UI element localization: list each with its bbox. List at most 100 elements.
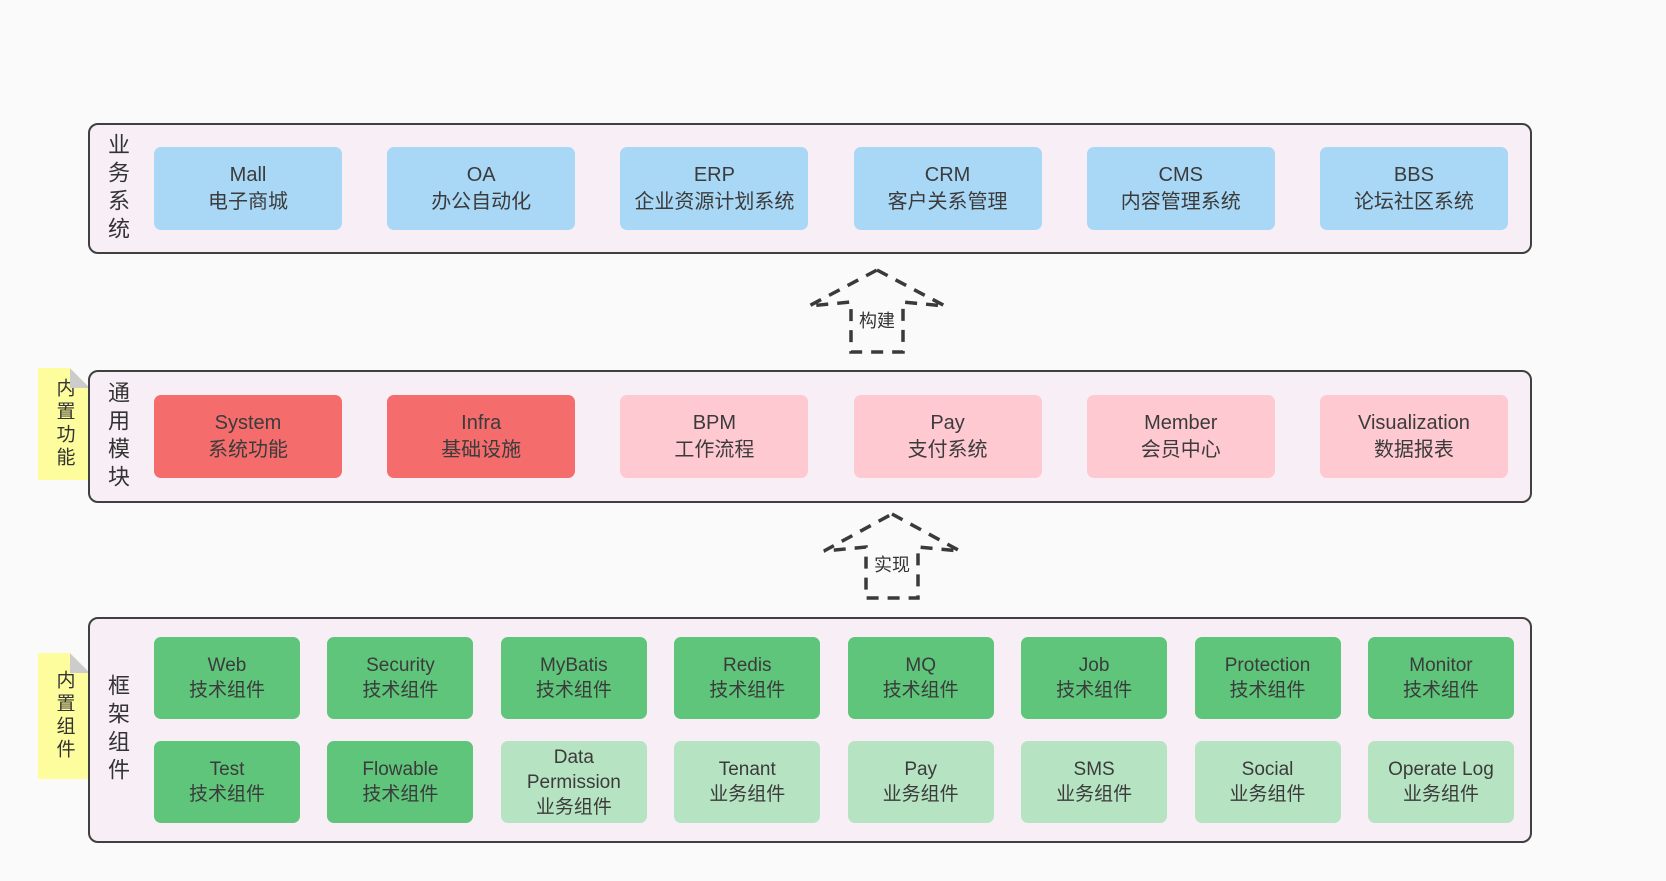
box-en-name: Member bbox=[1144, 411, 1218, 434]
box-cn-name: 数据报表 bbox=[1373, 438, 1454, 461]
box-cn-name: 工作流程 bbox=[674, 438, 755, 461]
box-system: System 系统功能 bbox=[154, 395, 342, 478]
framework-components-boxes: Web 技术组件 Security 技术组件 MyBatis 技术组件 Redi… bbox=[144, 619, 1530, 841]
box-en-name: BBS bbox=[1393, 163, 1434, 186]
box-cn-name: 系统功能 bbox=[208, 438, 288, 461]
build-arrow: 构建 bbox=[807, 268, 947, 354]
box-cn-name: 客户关系管理 bbox=[887, 190, 1008, 213]
box-en-name: Monitor bbox=[1409, 655, 1473, 676]
box-en-name: Pay bbox=[904, 759, 938, 780]
box-cn-name: 技术组件 bbox=[1402, 680, 1479, 701]
box-operate-log: Operate Log 业务组件 bbox=[1367, 741, 1514, 823]
sticky-note-built-in-components: 内置组件 bbox=[38, 653, 90, 779]
sticky-note-built-in-features: 内置功能 bbox=[38, 368, 90, 480]
box-cn-name: 基础设施 bbox=[441, 438, 522, 461]
box-cn-name: 会员中心 bbox=[1140, 438, 1221, 461]
box-cn-name: 业务组件 bbox=[535, 796, 612, 818]
box-cn-name: 业务组件 bbox=[1402, 784, 1479, 805]
box-cn-name: 技术组件 bbox=[1056, 680, 1133, 701]
box-social: Social 业务组件 bbox=[1194, 741, 1341, 823]
box-en-name: Infra bbox=[461, 411, 502, 434]
box-pay-component: Pay 业务组件 bbox=[847, 741, 994, 823]
box-en-name: Operate Log bbox=[1388, 759, 1494, 780]
framework-components-row-1: Web 技术组件 Security 技术组件 MyBatis 技术组件 Redi… bbox=[154, 637, 1514, 719]
box-tenant: Tenant 业务组件 bbox=[674, 741, 821, 823]
common-modules-band: 通用模块 System 系统功能 Infra 基础设施 BPM 工作流程 Pay… bbox=[88, 370, 1532, 503]
box-en-name: OA bbox=[466, 163, 496, 186]
box-en-name: Tenant bbox=[718, 759, 776, 780]
band-label-business-systems: 业务系统 bbox=[90, 125, 144, 252]
box-cn-name: 内容管理系统 bbox=[1120, 190, 1241, 213]
box-data-permission: Data Permission 业务组件 bbox=[500, 741, 647, 823]
band-label-text: 通用模块 bbox=[105, 380, 130, 493]
box-cn-name: 电子商城 bbox=[208, 190, 288, 213]
box-en-name: MQ bbox=[905, 655, 936, 676]
framework-components-row-2: Test 技术组件 Flowable 技术组件 Data Permission … bbox=[154, 741, 1514, 823]
box-en-name: Web bbox=[207, 655, 247, 676]
box-bbs: BBS 论坛社区系统 bbox=[1319, 147, 1508, 230]
implement-arrow: 实现 bbox=[822, 512, 962, 600]
business-systems-band: 业务系统 Mall 电子商城 OA 办公自动化 ERP 企业资源计划系统 CRM… bbox=[88, 123, 1532, 254]
box-en-name: BPM bbox=[692, 411, 737, 434]
box-bpm: BPM 工作流程 bbox=[620, 395, 809, 478]
box-en-name: Test bbox=[209, 759, 245, 780]
box-en-name: Redis bbox=[722, 655, 772, 676]
box-protection: Protection 技术组件 bbox=[1194, 637, 1341, 719]
box-cn-name: 技术组件 bbox=[188, 784, 265, 805]
box-en-name: Visualization bbox=[1357, 411, 1470, 434]
box-cn-name: 业务组件 bbox=[1229, 784, 1306, 805]
box-security: Security 技术组件 bbox=[327, 637, 474, 719]
implement-arrow-label: 实现 bbox=[870, 551, 914, 577]
box-cn-name: 企业资源计划系统 bbox=[634, 190, 795, 213]
box-en-name: CMS bbox=[1158, 163, 1203, 186]
box-job: Job 技术组件 bbox=[1021, 637, 1168, 719]
box-monitor: Monitor 技术组件 bbox=[1367, 637, 1514, 719]
box-en-name: SMS bbox=[1073, 759, 1115, 780]
box-cn-name: 技术组件 bbox=[362, 680, 439, 701]
box-cn-name: 业务组件 bbox=[1056, 784, 1133, 805]
box-cn-name: 技术组件 bbox=[362, 784, 439, 805]
box-mybatis: MyBatis 技术组件 bbox=[500, 637, 647, 719]
box-cn-name: 办公自动化 bbox=[431, 190, 532, 213]
business-systems-boxes: Mall 电子商城 OA 办公自动化 ERP 企业资源计划系统 CRM 客户关系… bbox=[144, 125, 1530, 252]
box-cn-name: 论坛社区系统 bbox=[1353, 190, 1474, 213]
box-cn-name: 技术组件 bbox=[1229, 680, 1306, 701]
dashed-up-arrow-icon bbox=[823, 512, 961, 600]
box-visualization: Visualization 数据报表 bbox=[1319, 395, 1508, 478]
box-infra: Infra 基础设施 bbox=[387, 395, 576, 478]
box-cn-name: 技术组件 bbox=[535, 680, 612, 701]
dashed-up-arrow-icon bbox=[808, 268, 946, 354]
box-pay-module: Pay 支付系统 bbox=[853, 395, 1042, 478]
box-test: Test 技术组件 bbox=[154, 741, 300, 823]
box-member: Member 会员中心 bbox=[1086, 395, 1275, 478]
box-en-name: ERP bbox=[693, 163, 735, 186]
box-en-name: Social bbox=[1241, 759, 1294, 780]
box-en-name: Mall bbox=[229, 163, 267, 186]
box-oa: OA 办公自动化 bbox=[387, 147, 576, 230]
box-mq: MQ 技术组件 bbox=[847, 637, 994, 719]
box-crm: CRM 客户关系管理 bbox=[853, 147, 1042, 230]
box-cms: CMS 内容管理系统 bbox=[1086, 147, 1275, 230]
box-en-name: MyBatis bbox=[540, 655, 608, 676]
box-en-name: Data Permission bbox=[526, 746, 621, 793]
box-flowable: Flowable 技术组件 bbox=[327, 741, 474, 823]
box-en-name: Pay bbox=[930, 411, 965, 434]
box-redis: Redis 技术组件 bbox=[674, 637, 821, 719]
box-cn-name: 业务组件 bbox=[882, 784, 959, 805]
band-label-text: 业务系统 bbox=[105, 132, 130, 245]
sticky-note-text: 内置组件 bbox=[53, 670, 75, 762]
box-web: Web 技术组件 bbox=[154, 637, 300, 719]
box-erp: ERP 企业资源计划系统 bbox=[620, 147, 809, 230]
box-en-name: System bbox=[214, 411, 282, 434]
common-modules-boxes: System 系统功能 Infra 基础设施 BPM 工作流程 Pay 支付系统… bbox=[144, 372, 1530, 501]
sticky-note-text: 内置功能 bbox=[53, 378, 75, 470]
band-label-text: 框架组件 bbox=[105, 674, 130, 786]
framework-components-band: 框架组件 Web 技术组件 Security 技术组件 MyBatis 技术组件… bbox=[88, 617, 1532, 843]
build-arrow-label: 构建 bbox=[855, 307, 899, 333]
box-cn-name: 支付系统 bbox=[907, 438, 988, 461]
box-cn-name: 技术组件 bbox=[188, 680, 265, 701]
box-en-name: Security bbox=[366, 655, 435, 676]
box-mall: Mall 电子商城 bbox=[154, 147, 342, 230]
box-cn-name: 技术组件 bbox=[709, 680, 786, 701]
box-en-name: Job bbox=[1078, 655, 1110, 676]
